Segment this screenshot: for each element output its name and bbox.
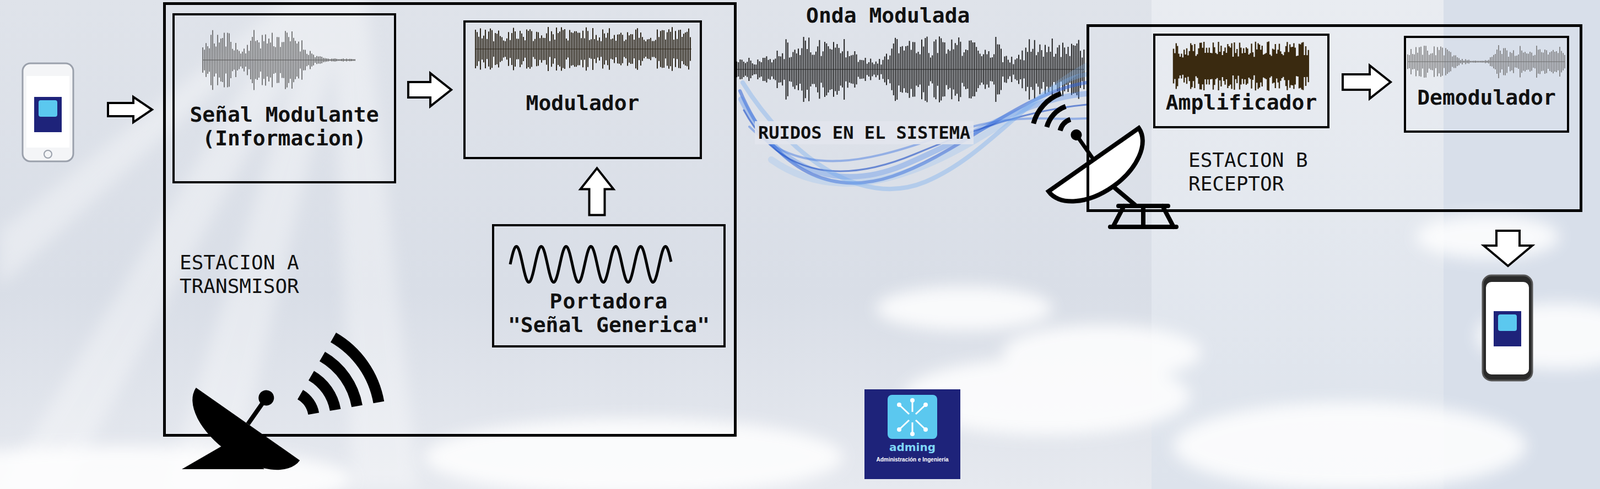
box-label: Demodulador <box>1417 85 1556 111</box>
wave-title: Onda Modulada <box>806 3 970 28</box>
noise-label: RUIDOS EN EL SISTEMA <box>754 121 974 145</box>
box-label: Señal Modulante (Informacion) <box>180 103 388 151</box>
signal-arc <box>1060 119 1071 131</box>
process-box: Amplificador <box>1153 33 1330 129</box>
modulated-wave-baseline <box>736 68 1085 70</box>
light-rays <box>0 0 419 489</box>
input-arrow <box>107 96 153 123</box>
box-label: Amplificador <box>1165 90 1318 116</box>
modulator-wave <box>475 26 691 72</box>
company-logo <box>864 389 961 480</box>
signal-arc <box>322 356 358 407</box>
process-box: Demodulador <box>1403 35 1570 133</box>
demodulated-wave <box>1407 45 1565 79</box>
station-label: ESTACION B RECEPTOR <box>1188 148 1315 196</box>
phone-left <box>22 63 74 162</box>
amplified-wave <box>1173 41 1309 91</box>
block-arrow <box>408 73 452 107</box>
process-box: Señal Modulante (Informacion) <box>172 13 397 184</box>
box-label: Modulador <box>526 91 640 116</box>
process-box: Modulador <box>463 20 702 160</box>
clouds <box>0 214 1600 489</box>
phone-right <box>1482 275 1533 381</box>
logo-tagline: Administración e Ingeniería <box>864 456 961 463</box>
station-box: Amplificador DemoduladorESTACION B RECEPT… <box>1086 24 1583 213</box>
noise-waves <box>739 66 1087 189</box>
signal-arc <box>333 337 379 403</box>
waveforms <box>202 26 1565 103</box>
modulated-wave <box>736 36 1084 103</box>
logo-name: adming <box>864 440 961 454</box>
signal-arc <box>1033 93 1062 124</box>
signal-arc <box>1046 106 1066 127</box>
box-label: Portadora "Señal Generica" <box>504 289 713 338</box>
output-arrow <box>1483 230 1533 267</box>
carrier-sine <box>510 246 672 283</box>
block-arrow <box>580 168 614 216</box>
station-box: Señal Modulante (Informacion) ModuladorPo… <box>163 2 737 437</box>
block-arrow <box>1342 65 1391 99</box>
modulating-signal-wave <box>202 30 355 91</box>
signal-arc <box>311 375 336 410</box>
process-box: Portadora "Señal Generica" <box>492 224 726 348</box>
station-label: ESTACION A TRANSMISOR <box>179 250 306 299</box>
signal-arc <box>300 395 314 415</box>
transmitter-dish <box>176 337 379 489</box>
